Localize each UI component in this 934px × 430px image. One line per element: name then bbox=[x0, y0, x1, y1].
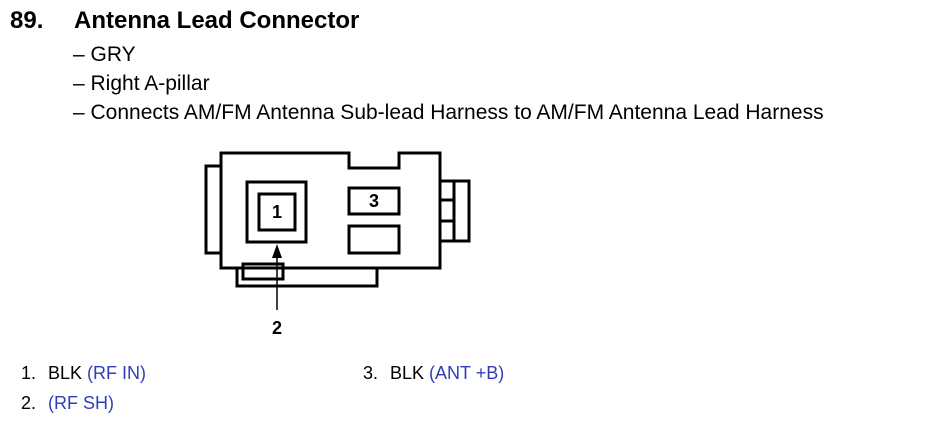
callout-2-label: 2 bbox=[272, 318, 282, 338]
connector-details: – GRY – Right A-pillar – Connects AM/FM … bbox=[73, 40, 824, 127]
callout-2-arrowhead bbox=[272, 244, 282, 258]
pin-signal-note: (RF IN) bbox=[87, 363, 147, 383]
connector-left-tab bbox=[204, 164, 221, 255]
connector-bottom-skirt bbox=[235, 268, 379, 288]
pin-number: 3. bbox=[363, 363, 379, 383]
pin-wire-color: BLK bbox=[390, 363, 425, 383]
terminal-empty-cavity bbox=[347, 224, 401, 255]
pin-item-2: 2. (RF SH) bbox=[21, 390, 114, 416]
pin-item-3: 3. BLK (ANT +B) bbox=[363, 360, 504, 386]
terminal-3-label: 3 bbox=[369, 191, 379, 211]
connector-location: – Right A-pillar bbox=[73, 72, 210, 95]
pin-signal-note: (ANT +B) bbox=[429, 363, 505, 383]
connector-housing bbox=[219, 151, 442, 270]
terminal-3-cavity bbox=[347, 186, 401, 216]
pin-wire-color: BLK bbox=[48, 363, 83, 383]
terminal-1-inner bbox=[257, 192, 297, 232]
pin-signal-note: (RF SH) bbox=[48, 393, 114, 413]
connector-right-latch bbox=[440, 179, 471, 243]
terminal-1-outer bbox=[245, 180, 308, 244]
pin-number: 2. bbox=[21, 393, 37, 413]
section-heading: 89. Antenna Lead Connector bbox=[10, 6, 359, 36]
section-number: 89. bbox=[10, 7, 44, 34]
terminal-1-notch bbox=[241, 262, 285, 281]
pin-number: 1. bbox=[21, 363, 37, 383]
pin-item-1: 1. BLK (RF IN) bbox=[21, 360, 146, 386]
connector-description: – Connects AM/FM Antenna Sub-lead Harnes… bbox=[73, 101, 824, 124]
connector-color: – GRY bbox=[73, 43, 136, 66]
terminal-1-label: 1 bbox=[272, 202, 282, 222]
section-title: Antenna Lead Connector bbox=[74, 7, 360, 34]
